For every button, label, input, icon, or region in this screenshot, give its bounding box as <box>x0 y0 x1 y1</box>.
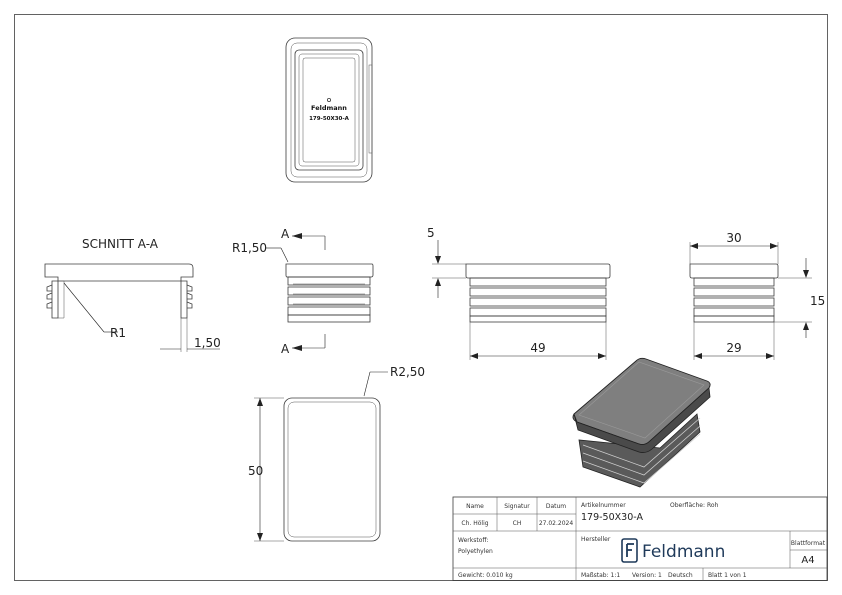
tb-signatur-value: CH <box>513 520 522 527</box>
dim-49: 49 <box>530 341 545 355</box>
tb-signatur-label: Signatur <box>504 503 530 510</box>
section-view: SCHNITT A-A R1 1,50 <box>44 237 221 352</box>
dim-15: 15 <box>810 294 825 308</box>
tb-massstab: Maßstab: 1:1 <box>581 572 620 579</box>
tb-oberflaeche-value: Roh <box>707 502 719 509</box>
section-marker-bottom: A <box>281 342 290 356</box>
iso-view <box>572 357 711 488</box>
top-view: Feldmann 179-50X30-A <box>285 37 373 183</box>
section-marker-top: A <box>281 227 290 241</box>
title-block: Name Signatur Datum Ch. Hölig CH 27.02.2… <box>452 496 828 581</box>
side-view-small: A A R1,50 <box>232 227 374 356</box>
tb-sprache: Deutsch <box>668 572 693 579</box>
tb-artikel-value: 179-50X30-A <box>581 512 643 523</box>
dim-50: 50 <box>248 464 263 478</box>
dim-r1: R1 <box>110 326 126 340</box>
tb-werkstoff-label: Werkstoff: <box>458 537 489 544</box>
dim-1-50: 1,50 <box>194 336 221 350</box>
tb-artikel-label: Artikelnummer <box>581 502 626 509</box>
tb-werkstoff-value: Polyethylen <box>458 548 493 555</box>
part-label: Feldmann <box>311 104 347 112</box>
tb-blattformat-label: Blattformat <box>791 540 826 547</box>
part-code: 179-50X30-A <box>309 116 350 122</box>
tb-hersteller-label: Hersteller <box>581 536 611 543</box>
tb-gewicht: Gewicht: 0.010 kg <box>458 572 513 579</box>
tb-oberflaeche-label: Oberfläche: <box>670 502 705 509</box>
tb-datum-label: Datum <box>546 503 566 510</box>
logo-text: Feldmann <box>642 542 725 562</box>
sheet-border <box>14 14 828 581</box>
dim-29: 29 <box>726 341 741 355</box>
front-view: 5 49 <box>427 226 611 360</box>
tb-version: Version: 1 <box>632 572 662 579</box>
feldmann-logo: Feldmann <box>621 538 725 563</box>
tb-blatt: Blatt 1 von 1 <box>708 572 747 579</box>
bottom-view: R2,50 50 <box>248 365 425 542</box>
tb-name-label: Name <box>466 503 484 510</box>
dim-r2-50: R2,50 <box>390 365 425 379</box>
tb-datum-value: 27.02.2024 <box>539 520 574 527</box>
end-view: 30 15 29 <box>689 231 825 360</box>
dim-30: 30 <box>726 231 741 245</box>
dim-r1-50: R1,50 <box>232 241 267 255</box>
tb-blattformat-value: A4 <box>801 555 814 566</box>
tb-name-value: Ch. Hölig <box>461 520 488 527</box>
section-title: SCHNITT A-A <box>82 237 159 251</box>
dim-5: 5 <box>427 226 435 240</box>
